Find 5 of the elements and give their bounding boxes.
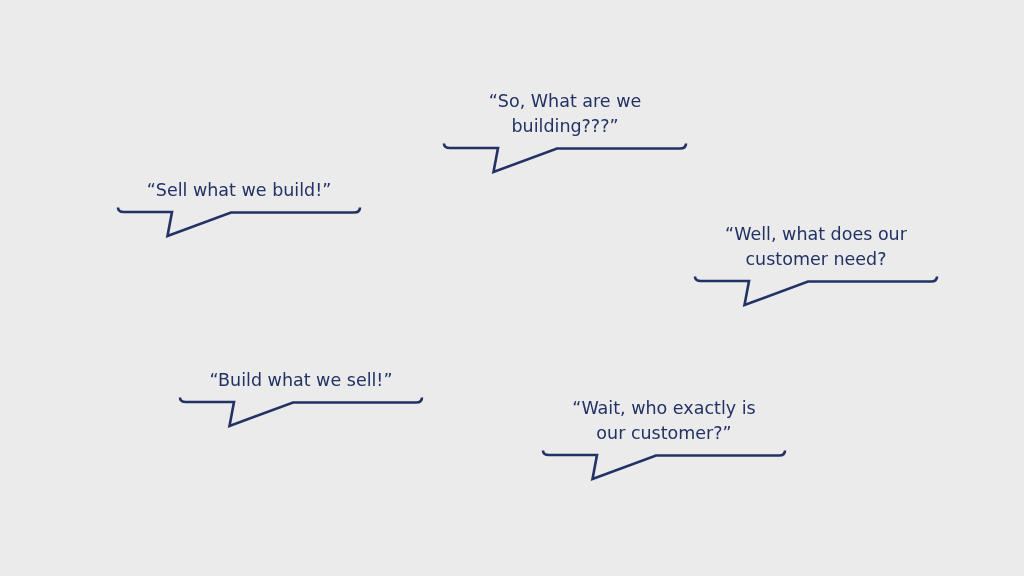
quote-text: “Wait, who exactly is our customer?” bbox=[571, 397, 757, 445]
quote-text: “Build what we sell!” bbox=[209, 369, 393, 392]
quote-text: “So, What are we building???” bbox=[487, 90, 643, 138]
quote-text: “Sell what we build!” bbox=[146, 179, 332, 202]
quote-text: “Well, what does our customer need? bbox=[724, 223, 908, 271]
